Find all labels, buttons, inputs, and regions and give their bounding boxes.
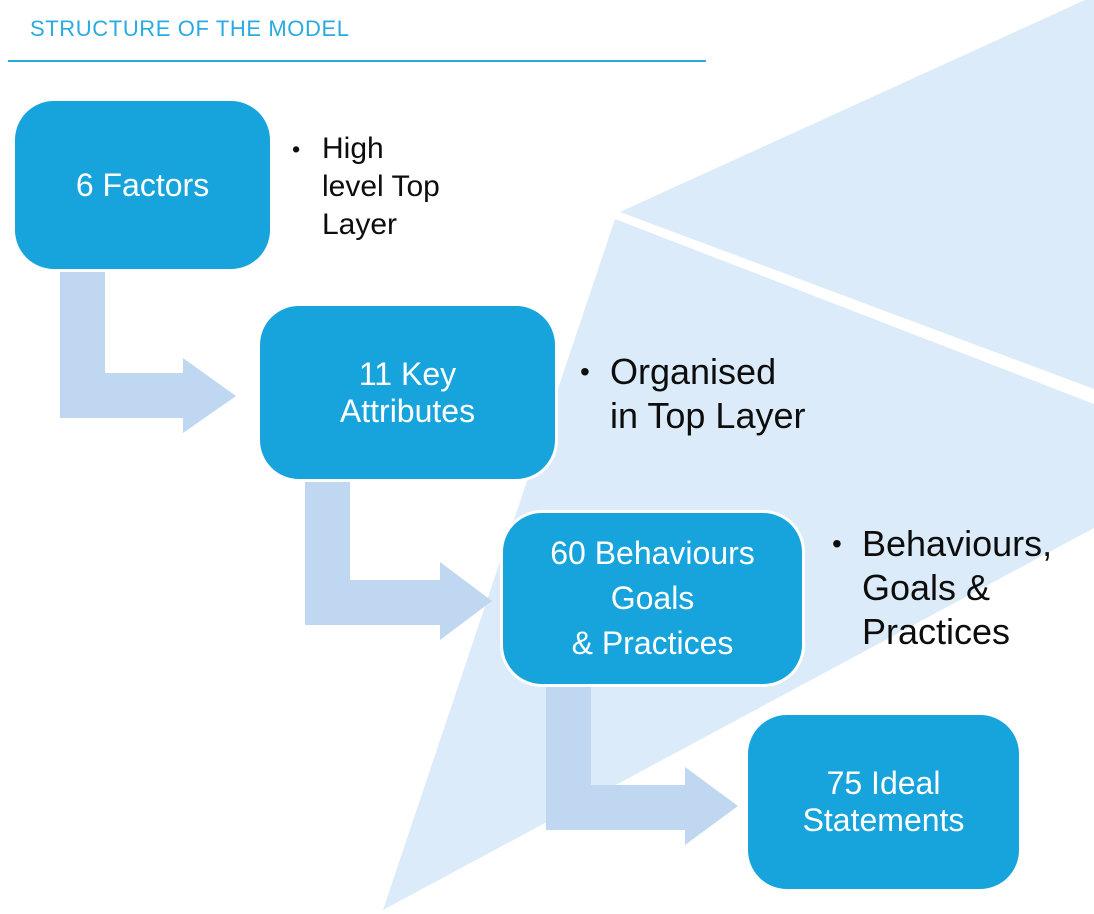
bullet-text: Behaviours, Goals & Practices (862, 523, 1053, 652)
bullet-item-behaviours-goals-practices: • Behaviours, Goals & Practices (832, 522, 1052, 654)
flow-box-label: 75 Ideal (826, 765, 941, 801)
flow-box-label: Goals (610, 580, 695, 616)
bullet-icon: • (292, 136, 301, 162)
flow-box-6-factors: 6 Factors (12, 98, 273, 272)
background-wedge-upper (620, 0, 1094, 389)
bullet-item-high-level-top-layer: • High level Top Layer (292, 130, 440, 244)
flow-box-label: 6 Factors (75, 166, 210, 203)
elbow-arrow-icon-3 (546, 687, 738, 845)
bullet-text: High level Top Layer (322, 132, 440, 241)
bullet-item-organised-in-top-layer: • Organised in Top Layer (580, 350, 805, 438)
bullet-icon: • (832, 528, 842, 559)
flow-box-75-ideal-statements: 75 Ideal Statements (745, 712, 1022, 892)
flow-box-label: 60 Behaviours (550, 535, 755, 571)
flow-box-label: 11 Key (358, 355, 457, 392)
elbow-arrow-icon-1 (60, 272, 236, 433)
flow-box-label: Attributes (339, 392, 476, 429)
page-title: STRUCTURE OF THE MODEL (30, 16, 350, 41)
flow-box-11-key-attributes: 11 Key Attributes (257, 303, 558, 482)
elbow-arrow-icon-2 (305, 482, 492, 640)
bullet-text: Organised in Top Layer (610, 351, 806, 436)
title-underline (8, 60, 706, 62)
flow-box-label: Statements (802, 802, 965, 838)
flow-box-label: & Practices (571, 625, 734, 661)
flow-box-60-behaviours-goals-practices: 60 Behaviours Goals & Practices (500, 510, 805, 687)
bullet-icon: • (580, 356, 590, 387)
